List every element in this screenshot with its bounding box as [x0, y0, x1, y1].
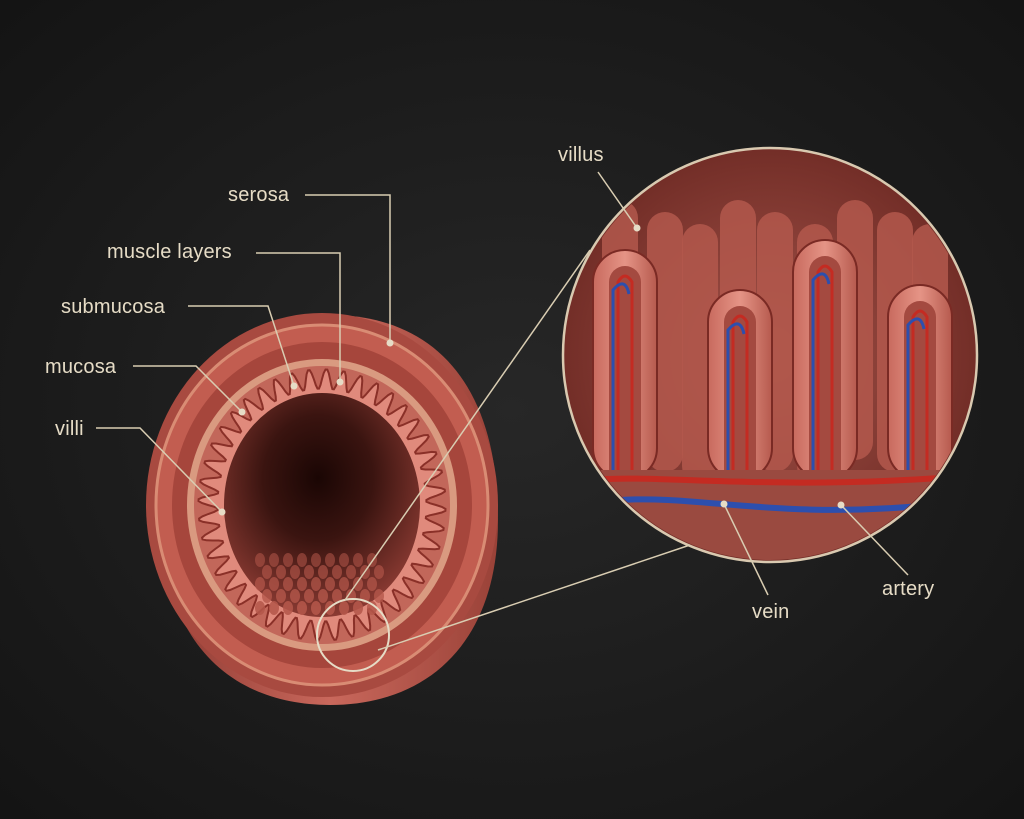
label-muscle-layers: muscle layers — [107, 241, 232, 263]
vein-vessel — [619, 496, 931, 513]
artery-leader — [840, 504, 909, 576]
connector-line-top — [344, 249, 591, 601]
lumen-villus-bump — [332, 565, 342, 579]
lumen-villus-bump — [276, 565, 286, 579]
lumen-villus-bump — [290, 565, 300, 579]
lumen-villus-bump — [283, 553, 293, 567]
front-villus — [792, 239, 858, 486]
label-serosa: serosa — [228, 184, 290, 206]
submucosa-dot — [290, 382, 298, 390]
lumen-villi-texture — [255, 553, 384, 615]
lumen-villus-bump — [269, 553, 279, 567]
villi-dot — [218, 508, 226, 516]
lumen-villus-bump — [304, 565, 314, 579]
villi-leader — [96, 427, 223, 513]
lumen-villus-bump — [374, 589, 384, 603]
label-vein: vein — [752, 601, 790, 623]
villus-dot — [633, 224, 641, 232]
lumen-villus-bump — [297, 577, 307, 591]
label-villi: villi — [55, 418, 84, 440]
front-villus — [592, 249, 658, 486]
serosa-leader — [305, 194, 391, 343]
vein-leader — [723, 503, 769, 596]
lumen-villus-bump — [353, 577, 363, 591]
lumen-villus-bump — [318, 565, 328, 579]
villus-artery — [616, 274, 634, 480]
lumen-villus-bump — [304, 589, 314, 603]
lumen-villus-bump — [297, 601, 307, 615]
leader-lines — [96, 171, 909, 596]
front-villi — [592, 239, 953, 486]
label-villus: villus — [558, 144, 604, 166]
lumen-villus-bump — [339, 601, 349, 615]
serosa-dot — [386, 339, 394, 347]
lumen-villus-bump — [297, 553, 307, 567]
villus-artery — [731, 314, 749, 480]
front-villus — [707, 289, 773, 486]
villus-vein — [726, 322, 746, 480]
villus-artery — [816, 264, 834, 480]
lumen-villus-bump — [339, 553, 349, 567]
lumen-villus-bump — [269, 577, 279, 591]
villus-vein — [811, 272, 831, 480]
lumen-villus-bump — [283, 577, 293, 591]
lumen-villus-bump — [367, 601, 377, 615]
lumen — [224, 393, 420, 617]
lumen-villus-bump — [290, 589, 300, 603]
lumen-villus-bump — [255, 601, 265, 615]
lumen-villus-bump — [262, 565, 272, 579]
front-villus — [887, 284, 953, 486]
lumen-villus-bump — [276, 589, 286, 603]
label-submucosa: submucosa — [61, 296, 166, 318]
label-artery: artery — [882, 578, 935, 600]
artery-vessel — [589, 475, 941, 486]
lumen-villus-bump — [255, 553, 265, 567]
muscle-layers-leader — [256, 252, 341, 382]
magnify-circle — [316, 598, 390, 672]
vein-dot — [720, 500, 728, 508]
lumen-villus-bump — [318, 589, 328, 603]
artery-dot — [837, 501, 845, 509]
villus-artery — [911, 309, 929, 480]
lumen-villus-bump — [269, 601, 279, 615]
lumen-villus-bump — [325, 553, 335, 567]
villus-leader — [597, 171, 638, 229]
lumen-villus-bump — [283, 601, 293, 615]
lumen-villus-bump — [346, 565, 356, 579]
lumen-villus-bump — [262, 589, 272, 603]
mucosa-dot — [238, 408, 246, 416]
lumen-villus-bump — [311, 601, 321, 615]
intestine-cross-section — [146, 313, 498, 705]
muscle-layers-dot — [336, 378, 344, 386]
mucosa-leader — [133, 365, 243, 413]
submucosa-leader — [188, 305, 295, 387]
lumen-villus-bump — [353, 553, 363, 567]
lumen-villus-bump — [353, 601, 363, 615]
villus-vein — [611, 282, 631, 480]
lumen-villus-bump — [311, 553, 321, 567]
connector-line-bottom — [377, 544, 691, 651]
villus-vein — [906, 317, 926, 480]
lumen-villus-bump — [311, 577, 321, 591]
lumen-villus-bump — [332, 589, 342, 603]
lumen-villus-bump — [339, 577, 349, 591]
leader-dots — [218, 224, 845, 516]
lumen-villus-bump — [367, 577, 377, 591]
lumen-villus-bump — [255, 577, 265, 591]
label-mucosa: mucosa — [45, 356, 117, 378]
lumen-villus-bump — [367, 553, 377, 567]
lumen-villus-bump — [325, 577, 335, 591]
inset-border — [561, 146, 979, 564]
lumen-villus-bump — [374, 565, 384, 579]
